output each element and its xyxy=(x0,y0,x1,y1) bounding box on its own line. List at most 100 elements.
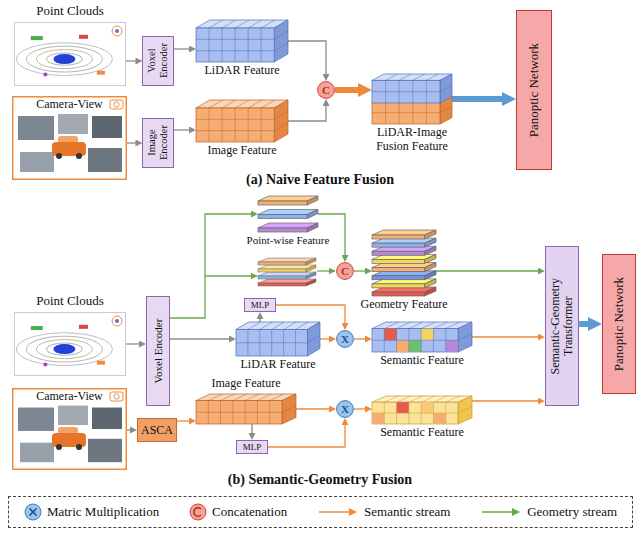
grid-line xyxy=(235,108,236,142)
arrow-connector xyxy=(170,214,252,318)
grid-line xyxy=(397,396,411,402)
scan-ring xyxy=(16,43,112,76)
legend-symbol xyxy=(317,507,359,517)
cube-front xyxy=(258,215,307,219)
grid-line xyxy=(209,20,223,28)
grid-line xyxy=(384,396,398,402)
scan-object xyxy=(43,362,47,366)
cube-cell xyxy=(384,329,396,341)
cube-top xyxy=(372,396,472,402)
feature-stack: Geometry Feature xyxy=(372,230,436,296)
grid-line xyxy=(235,20,249,28)
arrow-connector xyxy=(354,270,366,271)
feature-stack: Point-wise Feature xyxy=(258,196,318,232)
grid-line xyxy=(222,100,236,108)
feature-cube: Image Feature xyxy=(196,394,296,424)
scan-object xyxy=(31,326,43,330)
camera-photo xyxy=(18,116,54,140)
grid-line xyxy=(248,20,262,28)
node-label: ASCA xyxy=(141,424,173,436)
cube-cell xyxy=(446,340,458,352)
grid-line xyxy=(440,106,452,112)
grid-line xyxy=(446,322,460,329)
grid-line xyxy=(274,43,288,51)
node-label: Semantic-Geometry Transformer xyxy=(549,250,575,402)
cube-side xyxy=(424,230,436,239)
grid-line xyxy=(261,108,262,142)
grid-line xyxy=(196,39,274,40)
cube-side xyxy=(424,287,436,296)
legend-cross xyxy=(29,509,36,516)
fusion-shape xyxy=(372,74,452,124)
scan-ring xyxy=(46,343,82,355)
node-label: LiDAR Feature xyxy=(241,358,316,372)
grid-line xyxy=(284,322,297,329)
node-label: Voxel Encoder xyxy=(152,300,164,402)
cube-cell xyxy=(421,402,433,413)
grid-line xyxy=(221,394,235,401)
point-cloud-image: Point Clouds xyxy=(14,312,126,376)
node-label: Panoptic Network xyxy=(612,258,626,390)
arrow-connector xyxy=(354,338,366,339)
cube-cell xyxy=(421,329,433,341)
scan-ring xyxy=(46,53,82,65)
operator-circle xyxy=(337,331,354,348)
grid-line xyxy=(372,413,458,414)
image-frame xyxy=(15,313,126,376)
cube-side xyxy=(424,238,436,247)
grid-line xyxy=(386,74,398,80)
arrow-connector xyxy=(127,142,136,143)
cube-side xyxy=(424,279,436,288)
cube-front xyxy=(372,292,424,296)
arrow-connector xyxy=(276,305,345,324)
cube-front xyxy=(372,259,424,263)
cube-top xyxy=(196,394,296,401)
grid-line xyxy=(272,322,285,329)
cube-shape xyxy=(372,322,472,352)
car-wheel xyxy=(56,153,62,159)
grid-line xyxy=(261,100,275,108)
grid-line xyxy=(222,28,223,62)
legend-item: Concatenation xyxy=(189,503,287,521)
node-label: LiDAR Feature xyxy=(205,64,280,78)
feature-cube: LiDAR Feature xyxy=(196,20,288,62)
legend-item: Semantic stream xyxy=(317,505,450,520)
legend-circle xyxy=(190,504,206,520)
ego-vehicle xyxy=(53,54,75,64)
node-label: Panoptic Network xyxy=(527,14,541,166)
cube-front xyxy=(372,101,440,124)
cube-cell xyxy=(433,413,445,424)
grid-line xyxy=(257,394,271,401)
grid-line xyxy=(209,28,210,62)
camera-photo xyxy=(58,406,88,426)
cube-cell xyxy=(409,340,421,352)
concat-circle: C xyxy=(336,262,354,280)
plate-front xyxy=(258,269,306,272)
arrow-connector xyxy=(251,424,252,434)
feature-cube: Semantic Feature xyxy=(372,322,472,352)
encoder-box: Voxel Encoder xyxy=(146,296,170,406)
legend-text: Matric Multiplication xyxy=(47,505,159,520)
grid-line xyxy=(245,394,259,401)
arrow-connector xyxy=(259,318,260,322)
grid-line xyxy=(458,334,472,341)
grid-line xyxy=(196,119,274,120)
cube-side xyxy=(424,271,436,280)
cube-side xyxy=(458,396,472,424)
cloud-shape xyxy=(14,22,126,86)
cube-top xyxy=(236,322,320,329)
cube-cell xyxy=(397,340,409,352)
node-label: Voxel Encoder xyxy=(146,40,169,82)
cube-shape xyxy=(196,20,288,62)
arrow-connector xyxy=(170,338,230,339)
cube-side xyxy=(307,210,318,219)
caption: (a) Naive Feature Fusion xyxy=(246,172,394,188)
grid-line xyxy=(282,406,296,413)
grid-line xyxy=(248,28,249,62)
geometry-stream-line xyxy=(205,275,257,276)
lidar-icon xyxy=(112,26,122,36)
grid-line xyxy=(209,100,223,108)
lidar-icon xyxy=(115,29,119,33)
grid-line xyxy=(421,322,435,329)
